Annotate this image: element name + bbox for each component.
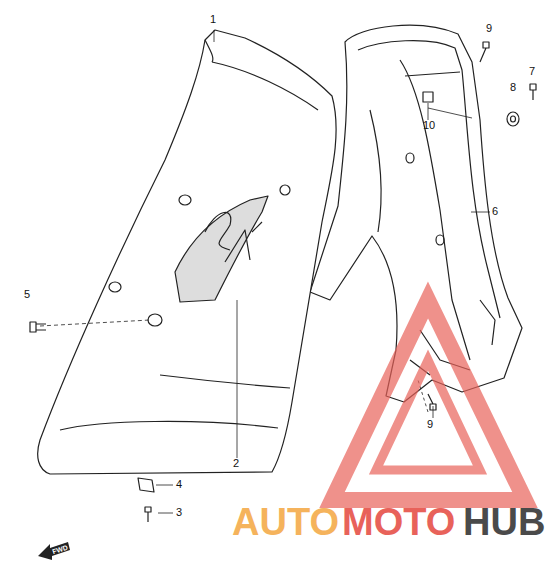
callout-number: 10	[423, 120, 435, 131]
watermark-text: MOTO	[342, 503, 455, 541]
callout-number: 8	[510, 82, 516, 93]
grommet	[507, 112, 519, 126]
nut	[423, 92, 433, 102]
inner-leg-shield	[310, 25, 522, 402]
decal	[175, 196, 268, 302]
callout-number: 9	[486, 23, 492, 34]
screw	[530, 84, 536, 100]
callout-number: 7	[529, 66, 535, 77]
callout-number: 6	[492, 206, 498, 217]
screw	[480, 42, 489, 62]
front-leg-shield	[38, 30, 336, 474]
callout-number: 4	[176, 479, 182, 490]
screw	[428, 394, 436, 410]
fwd-arrow	[38, 542, 70, 560]
watermark-text: HUB	[463, 503, 545, 541]
callout-number: 1	[210, 14, 216, 25]
screw	[145, 507, 151, 522]
callout-number: 3	[176, 507, 182, 518]
callout-number: 9	[427, 419, 433, 430]
callout-number: 5	[24, 289, 30, 300]
clip-nut	[138, 478, 154, 492]
watermark-logo	[332, 300, 525, 500]
watermark-text: AUTO	[232, 503, 339, 541]
direction-label: FWD	[51, 544, 68, 556]
callout-number: 2	[233, 458, 239, 469]
screw	[30, 322, 46, 332]
